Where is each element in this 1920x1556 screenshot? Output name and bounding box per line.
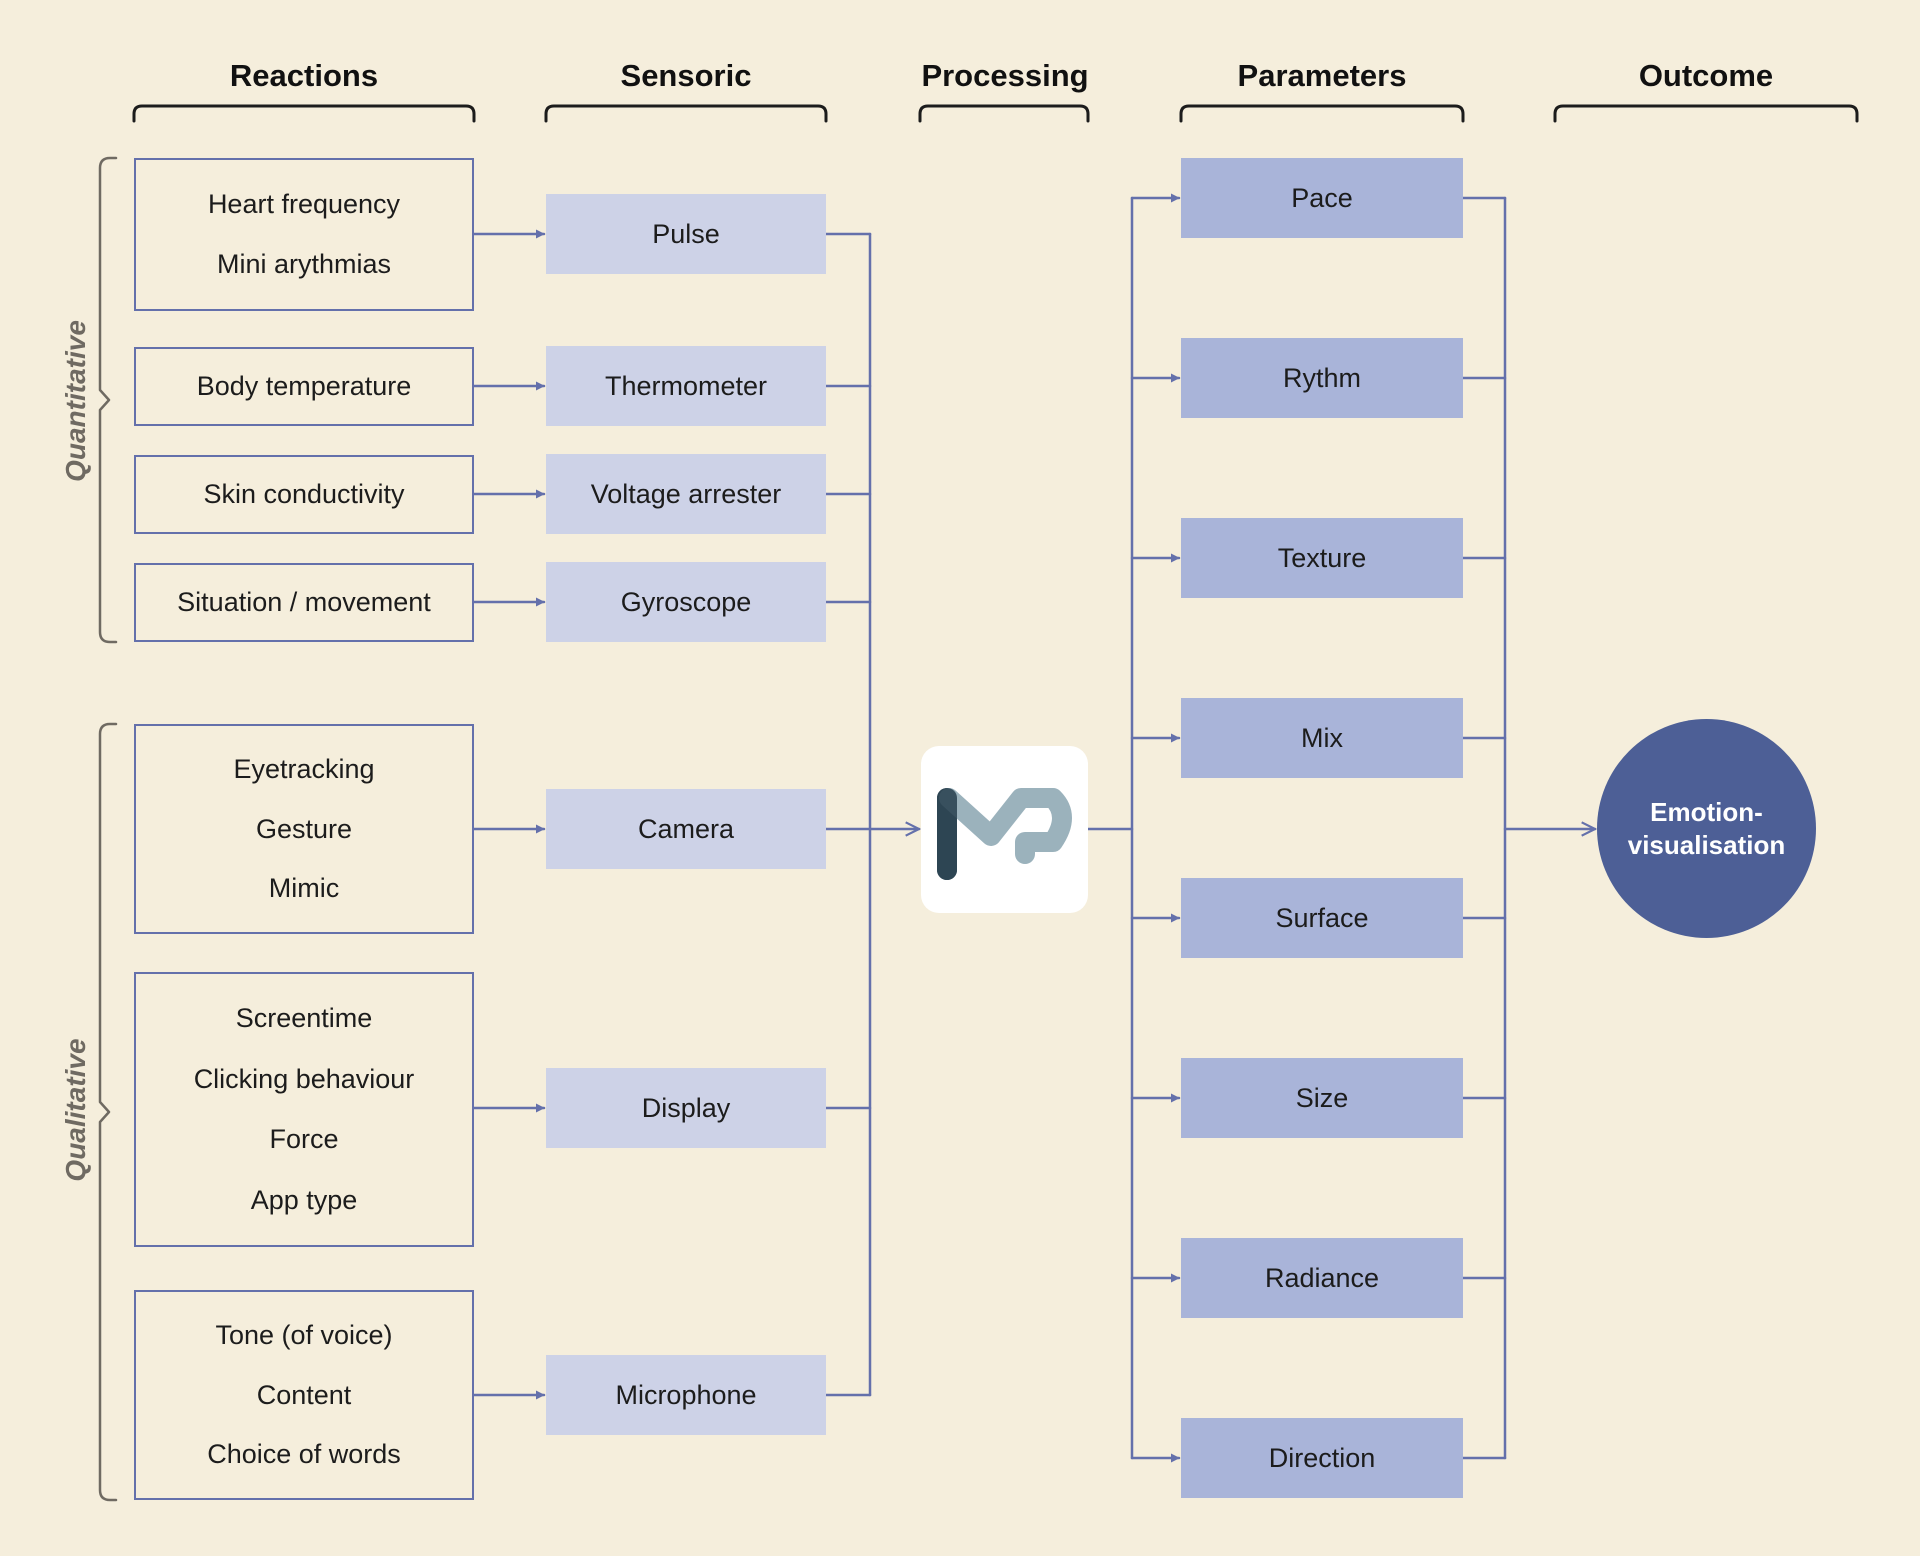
outcome-line-1: Emotion- [1650, 796, 1763, 827]
sensor-display: Display [546, 1068, 826, 1148]
parameter-size: Size [1181, 1058, 1463, 1138]
parameter-surface: Surface [1181, 878, 1463, 958]
group-label-qualitative: Qualitative [60, 1038, 91, 1182]
column-title-parameters: Parameters [1237, 58, 1407, 93]
column-header-bracket [918, 104, 1090, 123]
reaction-item: Choice of words [207, 1438, 401, 1469]
md-logo-icon [937, 788, 1072, 880]
parameter-radiance: Radiance [1181, 1238, 1463, 1318]
reaction-item: Screentime [235, 1003, 373, 1034]
reaction-box-screen: Screentime Clicking behaviour Force App … [134, 972, 474, 1247]
parameter-pace: Pace [1181, 158, 1463, 238]
parameter-mix: Mix [1181, 698, 1463, 778]
sensor-camera: Camera [546, 789, 826, 869]
column-title-sensoric: Sensoric [620, 58, 752, 93]
column-title-outcome: Outcome [1638, 58, 1774, 93]
reaction-item: Force [269, 1124, 339, 1155]
sensor-voltage-arrester: Voltage arrester [546, 454, 826, 534]
sensor-pulse: Pulse [546, 194, 826, 274]
group-bracket-qualitative [98, 722, 118, 1502]
reaction-item: Gesture [255, 813, 353, 844]
parameter-texture: Texture [1181, 518, 1463, 598]
reaction-item: Mimic [268, 872, 340, 903]
reaction-item: Body temperature [196, 371, 412, 401]
processing-unit [921, 746, 1088, 913]
reaction-item: Situation / movement [177, 587, 431, 617]
column-header-bracket [544, 104, 828, 123]
reaction-box-movement: Situation / movement [134, 563, 474, 642]
parameter-direction: Direction [1181, 1418, 1463, 1498]
group-bracket-quantitative [98, 156, 118, 644]
reaction-box-temperature: Body temperature [134, 347, 474, 426]
reaction-item: Eyetracking [233, 754, 375, 785]
reaction-item: Mini arythmias [216, 249, 392, 279]
parameter-rythm: Rythm [1181, 338, 1463, 418]
reaction-box-heart: Heart frequency Mini arythmias [134, 158, 474, 311]
column-header-bracket [1553, 104, 1859, 123]
group-label-quantitative: Quantitative [60, 320, 91, 482]
reaction-item: Tone (of voice) [215, 1320, 393, 1351]
outcome-line-2: visualisation [1627, 829, 1786, 860]
column-header-bracket [1179, 104, 1465, 123]
reaction-box-skin: Skin conductivity [134, 455, 474, 534]
column-header-bracket [132, 104, 476, 123]
column-title-processing: Processing [921, 58, 1089, 93]
reaction-item: Skin conductivity [203, 479, 405, 509]
outcome-emotion-visualisation: Emotion- visualisation [1597, 719, 1816, 938]
sensor-microphone: Microphone [546, 1355, 826, 1435]
reaction-item: Content [256, 1379, 352, 1410]
sensor-thermometer: Thermometer [546, 346, 826, 426]
reaction-box-voice: Tone (of voice) Content Choice of words [134, 1290, 474, 1500]
sensor-gyroscope: Gyroscope [546, 562, 826, 642]
reaction-item: Heart frequency [207, 189, 401, 219]
reaction-item: App type [250, 1184, 358, 1215]
reaction-item: Clicking behaviour [193, 1063, 415, 1094]
reaction-box-vision: Eyetracking Gesture Mimic [134, 724, 474, 934]
column-title-reactions: Reactions [229, 58, 379, 93]
